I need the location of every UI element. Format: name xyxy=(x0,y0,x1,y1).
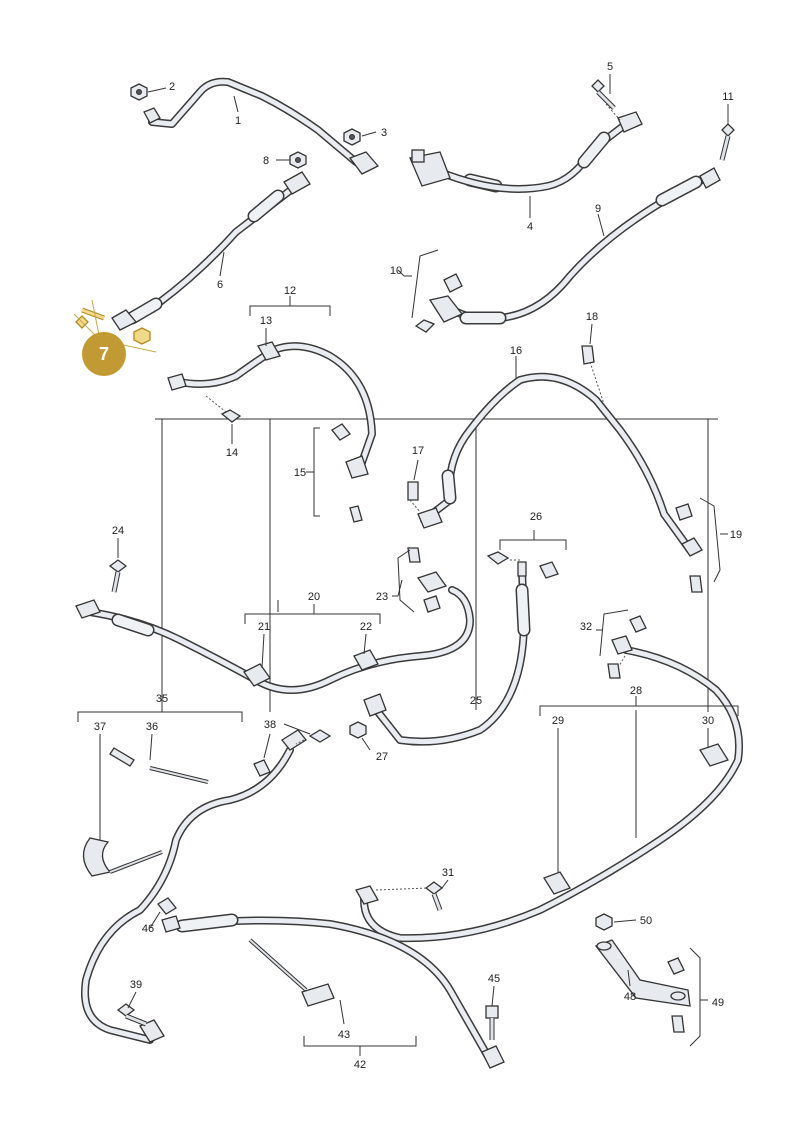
label-2: 2 xyxy=(169,81,175,93)
label-6: 6 xyxy=(217,279,223,291)
cable-12[interactable] xyxy=(167,341,376,479)
nut-3[interactable] xyxy=(343,128,361,146)
bolt-39[interactable] xyxy=(116,1003,147,1027)
label-36: 36 xyxy=(146,721,158,733)
label-9: 9 xyxy=(595,203,601,215)
nut-50[interactable] xyxy=(595,913,613,931)
clamp-37[interactable] xyxy=(82,837,163,877)
label-37: 37 xyxy=(94,721,106,733)
label-31: 31 xyxy=(442,867,454,879)
label-39: 39 xyxy=(130,979,142,991)
label-43: 43 xyxy=(338,1029,350,1041)
clip-49[interactable] xyxy=(667,957,685,975)
label-38: 38 xyxy=(264,719,276,731)
label-30: 30 xyxy=(702,715,714,727)
bolt-11[interactable] xyxy=(719,123,735,161)
label-42: 42 xyxy=(354,1059,366,1071)
cable-9[interactable] xyxy=(428,167,721,325)
clip-26[interactable] xyxy=(539,561,559,579)
leader-lines xyxy=(99,74,729,1025)
label-29: 29 xyxy=(552,715,564,727)
label-3: 3 xyxy=(381,127,387,139)
label-1: 1 xyxy=(235,115,241,127)
bolt-18[interactable] xyxy=(581,345,595,365)
cable-35[interactable] xyxy=(81,729,307,1044)
dashed-assembly-lines xyxy=(205,103,627,891)
bolt-10[interactable] xyxy=(414,319,436,333)
label-24: 24 xyxy=(112,525,124,537)
part-labels: 1 2 3 4 5 6 8 9 10 11 12 13 14 15 16 17 … xyxy=(94,61,742,1071)
bolt-45[interactable] xyxy=(485,1005,499,1040)
label-26: 26 xyxy=(530,511,542,523)
strap-36[interactable] xyxy=(109,747,209,784)
cable-16[interactable] xyxy=(417,372,703,557)
highlight-badge[interactable]: 7 xyxy=(82,332,126,376)
label-35: 35 xyxy=(156,693,168,705)
cable-42[interactable] xyxy=(161,913,505,1069)
nut-2[interactable] xyxy=(130,83,148,101)
cable-28[interactable] xyxy=(355,635,743,943)
clip-38[interactable] xyxy=(253,759,271,777)
label-22: 22 xyxy=(360,621,372,633)
clip-23[interactable] xyxy=(423,595,441,613)
bolt-32[interactable] xyxy=(607,663,621,679)
label-5: 5 xyxy=(607,61,613,73)
label-8: 8 xyxy=(263,155,269,167)
bolt-15[interactable] xyxy=(349,505,363,523)
label-49: 49 xyxy=(712,997,724,1009)
clip-32[interactable] xyxy=(629,615,647,633)
bolt-23[interactable] xyxy=(407,547,421,563)
cable-25[interactable] xyxy=(363,561,531,746)
bolt-17[interactable] xyxy=(407,481,419,501)
label-46: 46 xyxy=(142,923,154,935)
bolt-38[interactable] xyxy=(308,729,332,743)
label-16: 16 xyxy=(510,345,522,357)
label-14: 14 xyxy=(226,447,238,459)
bracket-48[interactable] xyxy=(594,939,691,1007)
cable-1[interactable] xyxy=(143,77,380,175)
label-28: 28 xyxy=(630,685,642,697)
label-27: 27 xyxy=(376,751,388,763)
nut-8[interactable] xyxy=(289,151,307,169)
bolt-14[interactable] xyxy=(220,409,242,423)
label-45: 45 xyxy=(488,973,500,985)
label-4: 4 xyxy=(527,221,533,233)
strap-43[interactable] xyxy=(248,938,335,1007)
label-12: 12 xyxy=(284,285,296,297)
nut-10[interactable] xyxy=(443,273,463,293)
label-32: 32 xyxy=(580,621,592,633)
label-19: 19 xyxy=(730,529,742,541)
label-18: 18 xyxy=(586,311,598,323)
nut-27[interactable] xyxy=(349,721,367,739)
group-brackets xyxy=(77,249,739,1056)
label-20: 20 xyxy=(308,591,320,603)
bolt-19[interactable] xyxy=(689,575,703,593)
label-10: 10 xyxy=(390,265,402,277)
label-25: 25 xyxy=(470,695,482,707)
bolt-24[interactable] xyxy=(108,559,128,593)
badge-number: 7 xyxy=(99,344,109,364)
label-15: 15 xyxy=(294,467,306,479)
label-21: 21 xyxy=(258,621,270,633)
label-17: 17 xyxy=(412,445,424,457)
label-23: 23 xyxy=(376,591,388,603)
cable-6[interactable] xyxy=(111,171,311,331)
clip-15[interactable] xyxy=(331,423,351,441)
bolt-49[interactable] xyxy=(671,1015,685,1033)
label-50: 50 xyxy=(640,915,652,927)
label-48: 48 xyxy=(624,991,636,1003)
cable-4[interactable] xyxy=(409,111,643,193)
clip-46[interactable] xyxy=(157,897,177,915)
label-13: 13 xyxy=(260,315,272,327)
clip-19[interactable] xyxy=(675,503,693,521)
frame-lines xyxy=(155,418,718,712)
cable-20[interactable] xyxy=(75,571,474,694)
label-11: 11 xyxy=(722,91,733,103)
bolt-5[interactable] xyxy=(591,79,616,110)
bolt-31[interactable] xyxy=(424,881,444,911)
bolt-26[interactable] xyxy=(486,551,510,565)
